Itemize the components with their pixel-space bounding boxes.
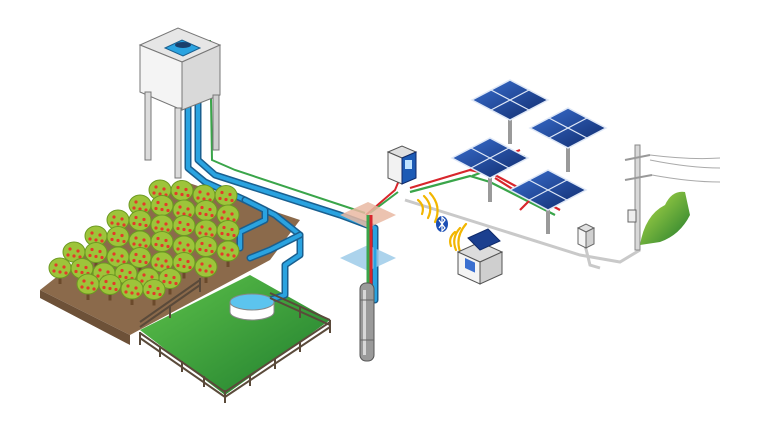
water-tank-icon [229,293,275,321]
bush [640,191,690,245]
orchard [48,179,240,306]
solar-panel-icon [450,137,530,202]
solar-panel-icon [470,79,550,144]
solar-panel-icon [528,107,608,172]
fruit-tree-icon [76,273,100,300]
utility-pole-icon [624,144,721,251]
fruit-tree-icon [84,242,108,269]
fruit-tree-icon [128,247,152,274]
fruit-tree-icon [194,236,218,263]
fence-icon [139,278,331,403]
fruit-tree-icon [216,240,240,267]
fruit-tree-icon [142,279,166,306]
pump-controller-icon [386,145,418,185]
fruit-tree-icon [98,274,122,301]
fruit-tree-icon [158,268,182,295]
bluetooth-icon [436,215,448,233]
solar-panel-icon [508,169,588,234]
submersible-pump-icon [359,282,375,362]
fruit-tree-icon [106,209,130,236]
solar-array [450,79,608,234]
control-cables [209,39,401,216]
fruit-tree-icon [194,256,218,283]
grid-connection-box-icon [576,223,596,249]
water-tower-icon [138,27,222,179]
panel-cables [404,148,641,270]
fruit-tree-icon [172,252,196,279]
remote-monitor-icon [456,228,504,285]
